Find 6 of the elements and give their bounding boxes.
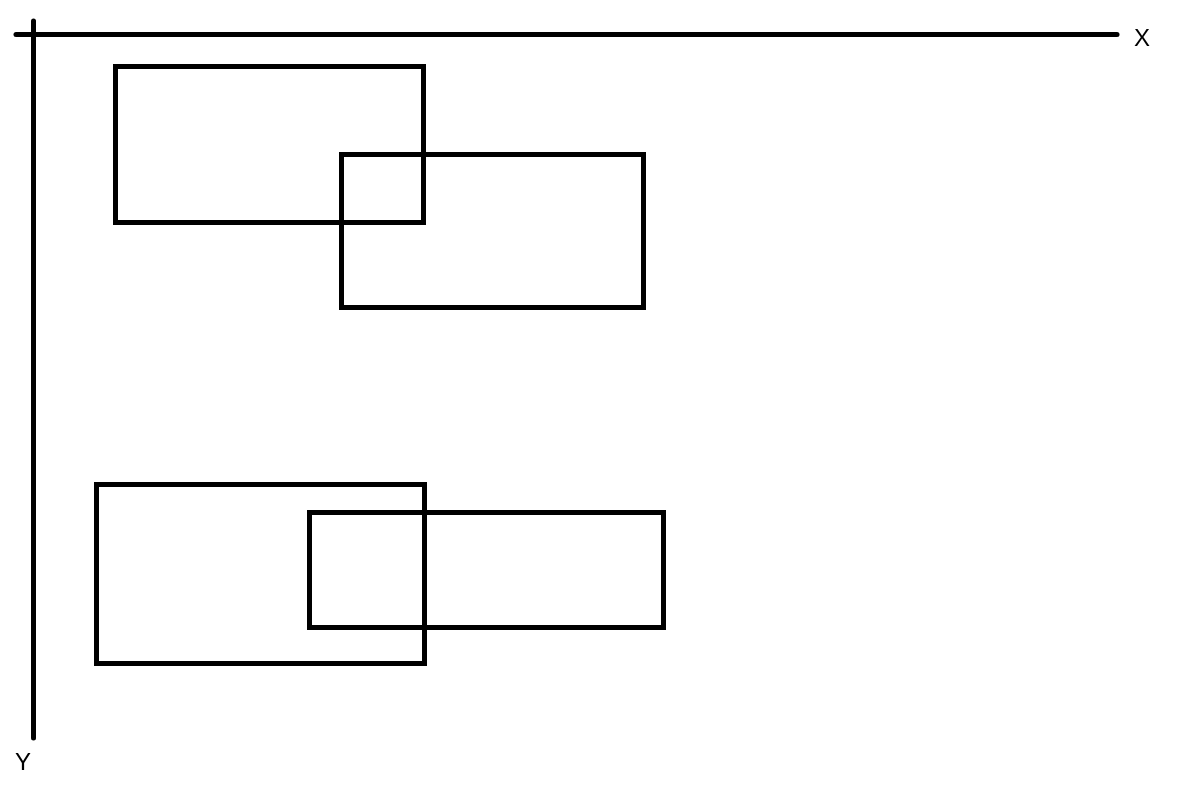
axis-label: X bbox=[1134, 26, 1150, 50]
rectangle-outline bbox=[307, 510, 666, 630]
rectangle-outline bbox=[339, 152, 646, 310]
rectangle-outline bbox=[94, 482, 427, 666]
rectangle-outline bbox=[113, 64, 426, 225]
axis-label: Y bbox=[15, 750, 31, 774]
